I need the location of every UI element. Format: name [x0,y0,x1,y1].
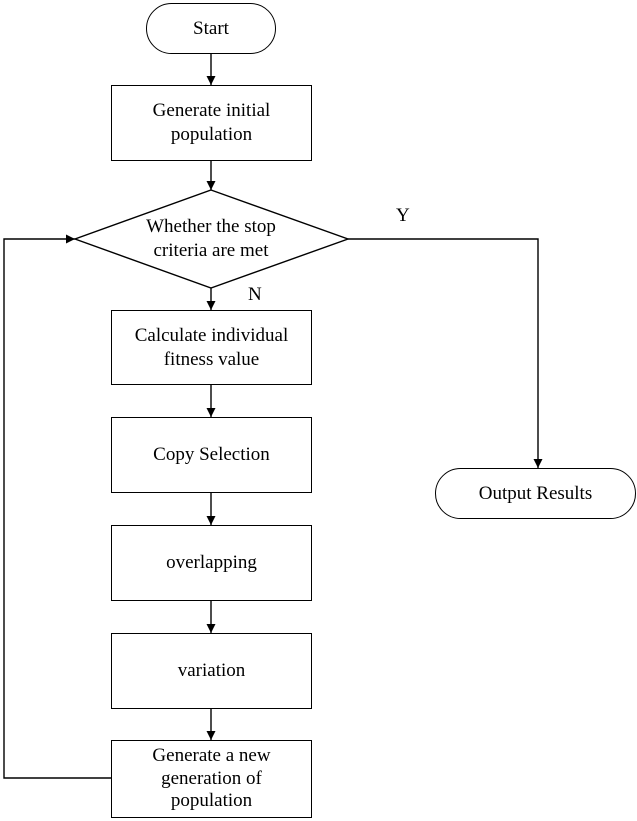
overlapping-label: overlapping [166,552,257,574]
start-label: Start [193,17,229,39]
generate-initial-population-label: Generate initial population [152,100,271,145]
stop-criteria-decision: Whether the stop criteria are met [110,210,312,268]
yes-edge-label: Y [396,205,410,226]
stop-criteria-label: Whether the stop criteria are met [146,216,276,261]
edge-decision-to-output-results [348,238,543,468]
overlapping-step: overlapping [111,525,312,601]
variation-label: variation [177,660,246,682]
variation-step: variation [111,633,312,709]
calculate-fitness-step: Calculate individual fitness value [111,310,312,385]
new-generation-step: Generate a new generation of population [111,740,312,818]
calculate-fitness-label: Calculate individual fitness value [134,324,289,370]
new-generation-label: Generate a new generation of population [152,744,271,812]
copy-selection-step: Copy Selection [111,417,312,493]
output-results-label: Output Results [478,482,593,504]
copy-selection-label: Copy Selection [153,444,270,466]
generate-initial-population-step: Generate initial population [111,85,312,161]
no-edge-label: N [248,284,262,305]
output-results-terminal: Output Results [435,468,636,519]
edge-new-generation-loop-back [3,234,111,779]
start-terminal: Start [146,3,276,54]
